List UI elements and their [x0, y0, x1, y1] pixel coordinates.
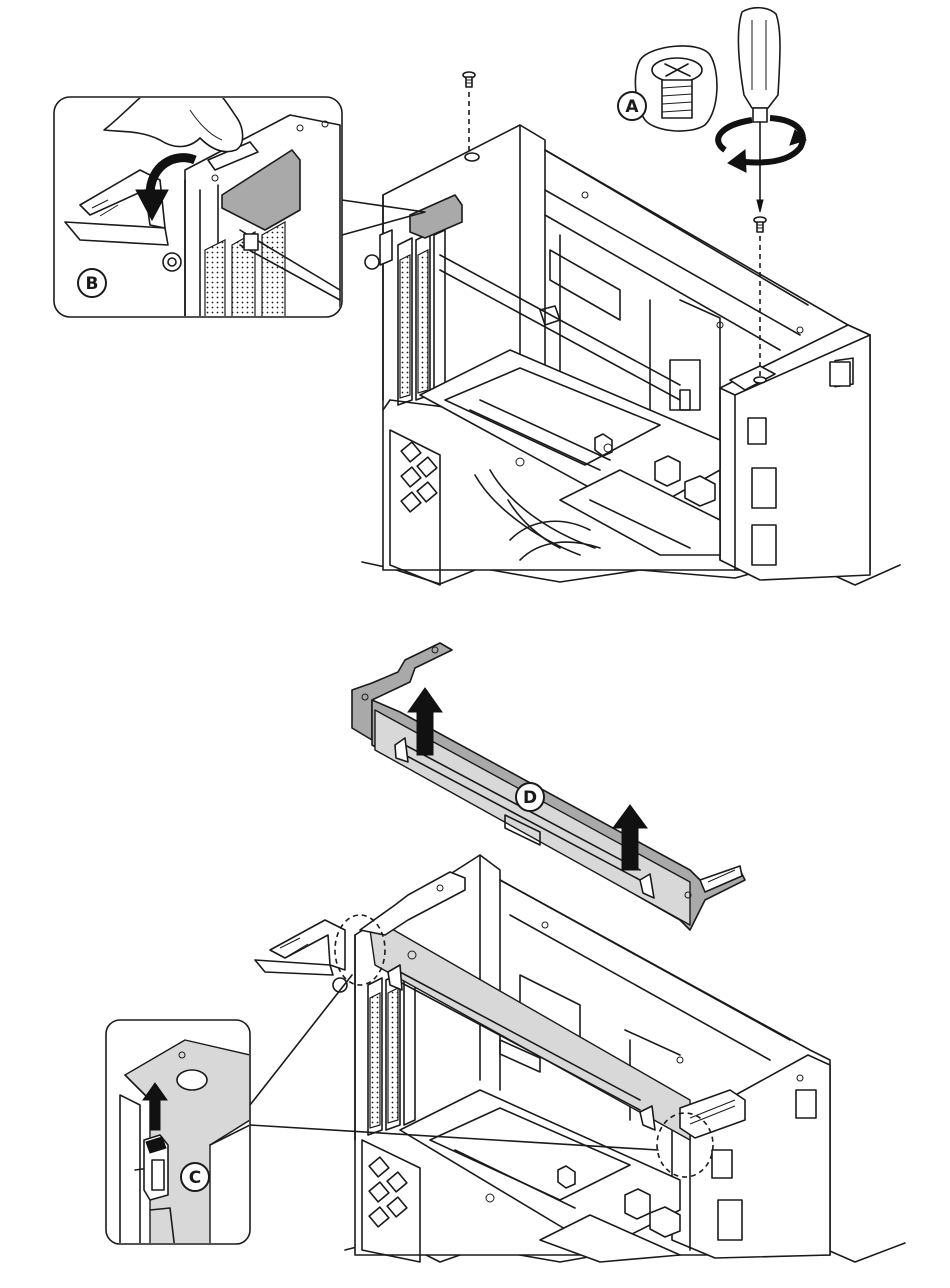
callout-a-label: A [625, 97, 639, 117]
callout-b-inset: B [54, 70, 425, 320]
screwdriver-icon [738, 8, 780, 212]
side-latch-knob [365, 255, 379, 269]
chassis-bottom [255, 855, 830, 1262]
bottom-step-illustration: D [106, 643, 905, 1262]
small-screw-icon-left [463, 72, 475, 87]
chassis-top [365, 125, 870, 585]
callout-d-label: D [523, 788, 537, 808]
callout-a: A [618, 46, 717, 131]
callout-b-label: B [86, 274, 99, 294]
small-screw-icon-right [754, 217, 766, 232]
callout-c-label: C [189, 1168, 201, 1188]
top-step-illustration: A [54, 8, 900, 585]
rotate-arrow-icon [718, 118, 806, 172]
removed-bracket-d: D [352, 643, 745, 930]
